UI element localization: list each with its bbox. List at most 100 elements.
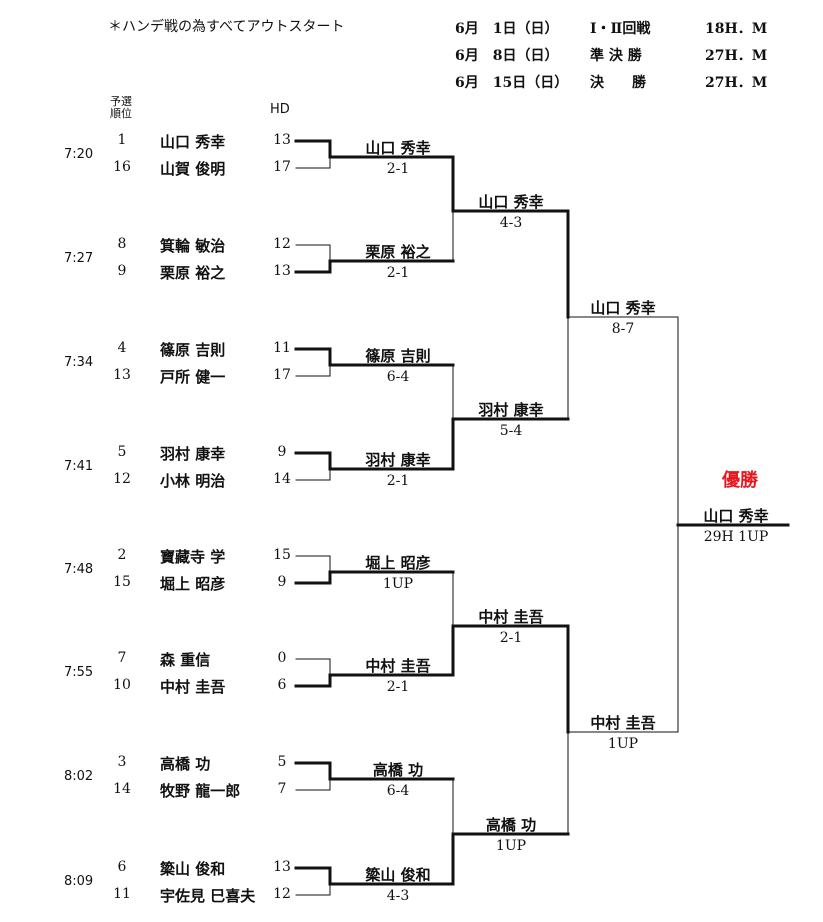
champion-label: 優勝: [722, 470, 758, 491]
match-score: 2-1: [499, 630, 523, 646]
seed-rank: 9: [117, 263, 127, 279]
schedule-date: 6月 1日（日）: [455, 21, 559, 37]
winner-name: 中村 圭吾: [590, 714, 656, 732]
handicap: 13: [273, 132, 291, 148]
match-score: 2-1: [386, 161, 410, 177]
player-name: 森 重信: [160, 651, 211, 669]
player-name: 高橋 功: [160, 755, 211, 773]
seed-rank: 15: [113, 574, 131, 590]
seed-rank: 2: [117, 547, 127, 563]
seed-rank: 14: [113, 781, 131, 797]
match-score: 2-1: [386, 265, 410, 281]
winner-name: 堀上 昭彦: [365, 554, 431, 572]
handicap: 13: [273, 263, 291, 279]
winner-name: 篠原 吉則: [365, 347, 431, 365]
match-score: 1UP: [382, 576, 414, 592]
match-score: 2-1: [386, 679, 410, 695]
winner-name: 中村 圭吾: [365, 657, 431, 675]
player-name: 篠原 吉則: [160, 341, 226, 359]
seed-rank: 8: [117, 236, 127, 252]
match-score: 1UP: [495, 838, 527, 854]
handicap: 17: [273, 367, 291, 383]
winner-name: 羽村 康幸: [478, 401, 544, 419]
rank-header-line2: 順位: [110, 107, 132, 120]
handicap: 9: [277, 444, 287, 460]
schedule-format: 18H．M: [705, 21, 768, 37]
seed-rank: 1: [117, 132, 127, 148]
match-time: 8:09: [64, 873, 94, 889]
seed-rank: 13: [113, 367, 131, 383]
winner-name: 山口 秀幸: [478, 193, 544, 211]
player-name: 羽村 康幸: [160, 445, 226, 463]
winner-name: 高橋 功: [372, 761, 424, 779]
player-name: 小林 明治: [160, 472, 226, 490]
hd-header: HD: [270, 102, 290, 117]
player-name: 簗山 俊和: [160, 860, 226, 878]
winner-name: 山口 秀幸: [590, 299, 656, 317]
player-name: 戸所 健一: [160, 368, 226, 386]
handicap: 15: [273, 547, 291, 563]
handicap: 17: [273, 159, 291, 175]
schedule-round: 決 勝: [590, 75, 646, 91]
handicap: 14: [273, 471, 291, 487]
schedule-date: 6月 8日（日）: [455, 48, 559, 64]
player-name: 山賀 俊明: [160, 160, 226, 178]
match-score: 1UP: [607, 736, 639, 752]
winner-name: 高橋 功: [485, 816, 537, 834]
handicap: 12: [273, 236, 291, 252]
schedule-format: 27H．M: [705, 48, 768, 64]
schedule-round: Ⅰ・Ⅱ回戦: [590, 21, 651, 37]
seed-rank: 16: [113, 159, 131, 175]
note: ＊ハンデ戦の為すべてアウトスタート: [108, 19, 345, 35]
player-name: 堀上 昭彦: [160, 575, 226, 593]
winner-name: 羽村 康幸: [365, 451, 431, 469]
schedule-date: 6月 15日（日）: [455, 75, 569, 91]
match-time: 8:02: [64, 768, 94, 784]
handicap: 0: [277, 650, 287, 666]
match-time: 7:34: [64, 354, 94, 370]
player-name: 寶藏寺 学: [160, 548, 226, 566]
match-time: 7:48: [64, 561, 94, 577]
player-name: 中村 圭吾: [160, 678, 226, 696]
schedule-round: 準 決 勝: [590, 48, 642, 64]
seed-rank: 5: [117, 444, 127, 460]
handicap: 9: [277, 574, 287, 590]
final-score: 29H 1UP: [703, 529, 769, 545]
seed-rank: 10: [113, 677, 131, 693]
player-name: 牧野 龍一郎: [160, 782, 241, 800]
seed-rank: 6: [117, 859, 127, 875]
player-name: 箕輪 敏治: [160, 237, 226, 255]
handicap: 7: [277, 781, 287, 797]
match-score: 6-4: [386, 369, 410, 385]
handicap: 13: [273, 859, 291, 875]
match-score: 4-3: [499, 215, 523, 231]
match-time: 7:20: [64, 146, 94, 162]
player-name: 宇佐見 巳喜夫: [160, 887, 256, 905]
match-time: 7:41: [64, 458, 94, 474]
winner-name: 簗山 俊和: [365, 866, 431, 884]
match-score: 2-1: [386, 473, 410, 489]
rank-header-line1: 予選: [110, 95, 132, 108]
player-name: 山口 秀幸: [160, 133, 226, 151]
handicap: 11: [273, 340, 291, 356]
winner-name: 栗原 裕之: [365, 243, 431, 261]
match-score: 4-3: [386, 888, 410, 904]
match-score: 6-4: [386, 783, 410, 799]
seed-rank: 7: [117, 650, 127, 666]
handicap: 6: [277, 677, 287, 693]
seed-rank: 4: [117, 340, 127, 356]
match-score: 8-7: [611, 321, 635, 337]
match-time: 7:55: [64, 664, 94, 680]
seed-rank: 12: [113, 471, 131, 487]
champion-name: 山口 秀幸: [703, 507, 769, 525]
seed-rank: 11: [113, 886, 131, 902]
handicap: 12: [273, 886, 291, 902]
winner-name: 山口 秀幸: [365, 139, 431, 157]
schedule-format: 27H．M: [705, 75, 768, 91]
match-time: 7:27: [64, 250, 94, 266]
winner-name: 中村 圭吾: [478, 608, 544, 626]
seed-rank: 3: [117, 754, 127, 770]
handicap: 5: [277, 754, 287, 770]
player-name: 栗原 裕之: [160, 264, 226, 282]
